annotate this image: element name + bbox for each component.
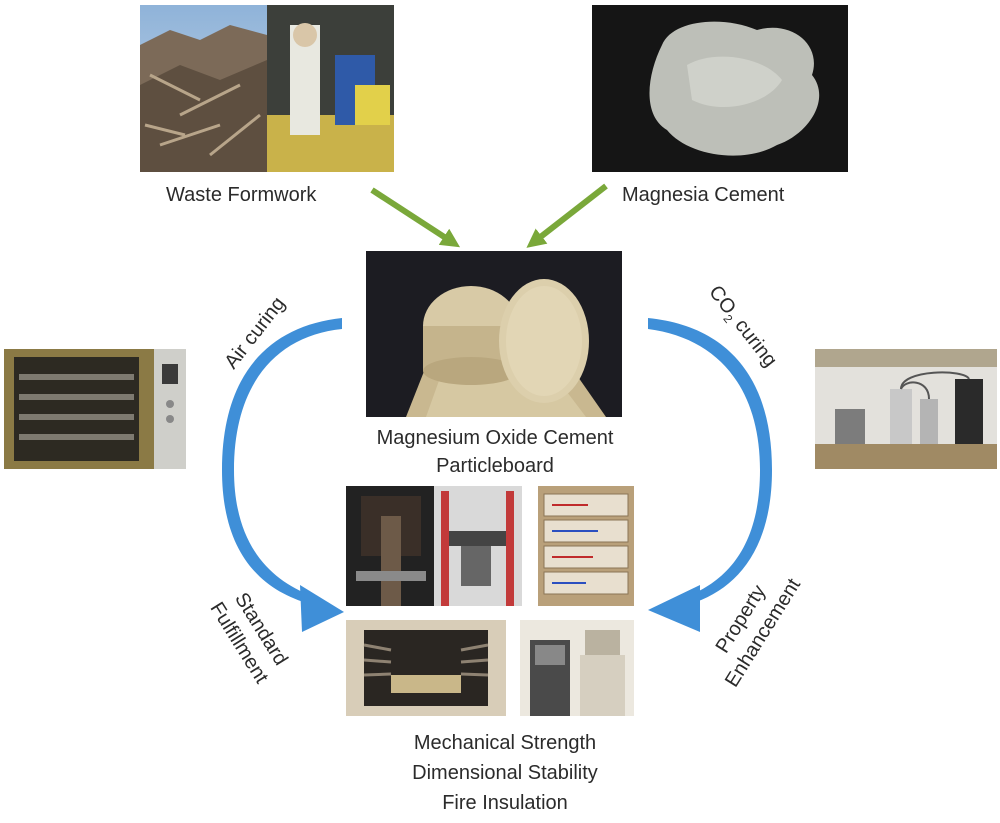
waste-formwork-photo [140, 5, 394, 172]
waste-formwork-label: Waste Formwork [166, 184, 317, 206]
co2-curing-arrowhead [648, 585, 700, 632]
outcome-dimensional-stability: Dimensional Stability [412, 762, 598, 784]
particleboard-label-line2: Particleboard [436, 455, 554, 477]
magnesia-cement-photo [592, 5, 848, 172]
specimen-samples-photo [538, 486, 634, 606]
mechanical-test-photo [346, 486, 522, 606]
outcomes-label: Mechanical Strength Dimensional Stabilit… [340, 728, 670, 818]
particleboard-photo [366, 251, 622, 417]
air-curing-arrowhead [300, 585, 344, 632]
co2-curing-apparatus-photo [815, 349, 997, 469]
particleboard-label: Magnesium Oxide Cement Particleboard [330, 424, 660, 480]
cement-to-board-arrow [526, 183, 608, 248]
particleboard-label-line1: Magnesium Oxide Cement [376, 427, 614, 449]
fire-furnace-photo [346, 620, 506, 716]
outcome-mechanical-strength: Mechanical Strength [413, 732, 597, 754]
waste-to-board-arrow [370, 187, 461, 248]
lab-equipment-photo [520, 620, 634, 716]
magnesia-cement-label: Magnesia Cement [622, 184, 785, 206]
air-curing-chamber-photo [4, 349, 186, 469]
outcome-fire-insulation: Fire Insulation [442, 792, 568, 814]
